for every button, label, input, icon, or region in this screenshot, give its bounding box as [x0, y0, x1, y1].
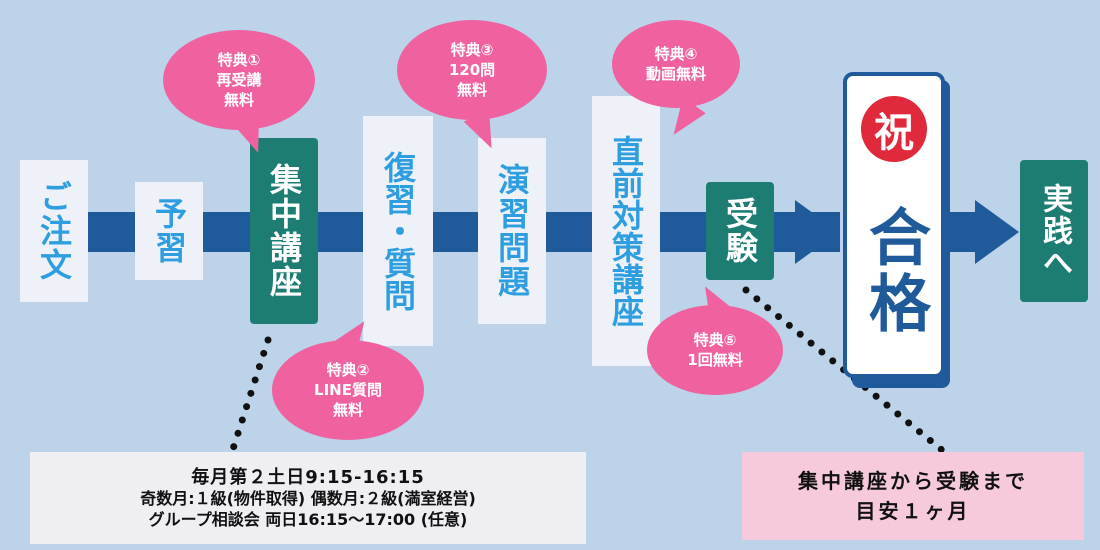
duration-note-line1: 集中講座から受験まで — [798, 469, 1028, 493]
perk-title: 特典④ — [654, 44, 698, 63]
step-practice: 実践へ — [1020, 160, 1088, 302]
perk-bubble-5: 特典⑤ 1回無料 — [647, 305, 783, 395]
step-preview: 予習 — [135, 182, 203, 280]
schedule-note: 毎月第２土日9:15-16:15 奇数月:１級(物件取得) 偶数月:２級(満室経… — [30, 452, 586, 544]
perk-title: 特典② — [326, 360, 370, 379]
perk-line: 120問 — [448, 60, 496, 79]
perk-bubble-4: 特典④ 動画無料 — [612, 20, 740, 108]
perk-line: 再受講 — [216, 70, 262, 89]
perk-line: 無料 — [456, 81, 487, 100]
perk-bubble-2: 特典② LINE質問 無料 — [272, 340, 424, 440]
intensive-dotted-connector — [228, 336, 272, 456]
perk-line: 動画無料 — [645, 65, 706, 83]
perk-line: 1回無料 — [687, 351, 743, 369]
perk-title: 特典③ — [450, 40, 494, 59]
schedule-note-line3: グループ相談会 両日16:15～17:00 (任意) — [148, 509, 468, 529]
perk-bubble-3: 特典③ 120問 無料 — [397, 20, 547, 120]
step-final-course: 直前対策講座 — [592, 96, 660, 366]
final-arrow-head-icon — [975, 200, 1019, 264]
step-order: ご注文 — [20, 160, 88, 302]
perk-line: 無料 — [223, 91, 254, 110]
final-arrow-bar — [945, 212, 980, 252]
flow-arrow-head-icon — [795, 200, 839, 264]
schedule-note-line1: 毎月第２土日9:15-16:15 — [191, 466, 425, 488]
pass-label: 合格 — [858, 205, 931, 337]
perk-line: LINE質問 — [314, 380, 382, 399]
perk-line: 無料 — [332, 401, 363, 420]
step-review-questions: 復習・質問 — [363, 116, 433, 346]
duration-note: 集中講座から受験まで 目安１ヶ月 — [742, 452, 1084, 540]
step-exercises: 演習問題 — [478, 138, 546, 324]
step-exam: 受験 — [706, 182, 774, 280]
schedule-note-line2: 奇数月:１級(物件取得) 偶数月:２級(満室経営) — [140, 488, 476, 508]
step-intensive-course: 集中講座 — [250, 138, 318, 324]
duration-note-line2: 目安１ヶ月 — [855, 499, 971, 523]
perk-title: 特典① — [217, 50, 261, 69]
pass-card: 祝 合格 — [843, 72, 945, 378]
perk-bubble-1: 特典① 再受講 無料 — [163, 30, 315, 130]
perk-title: 特典⑤ — [693, 330, 737, 349]
celebrate-badge: 祝 — [861, 96, 927, 162]
